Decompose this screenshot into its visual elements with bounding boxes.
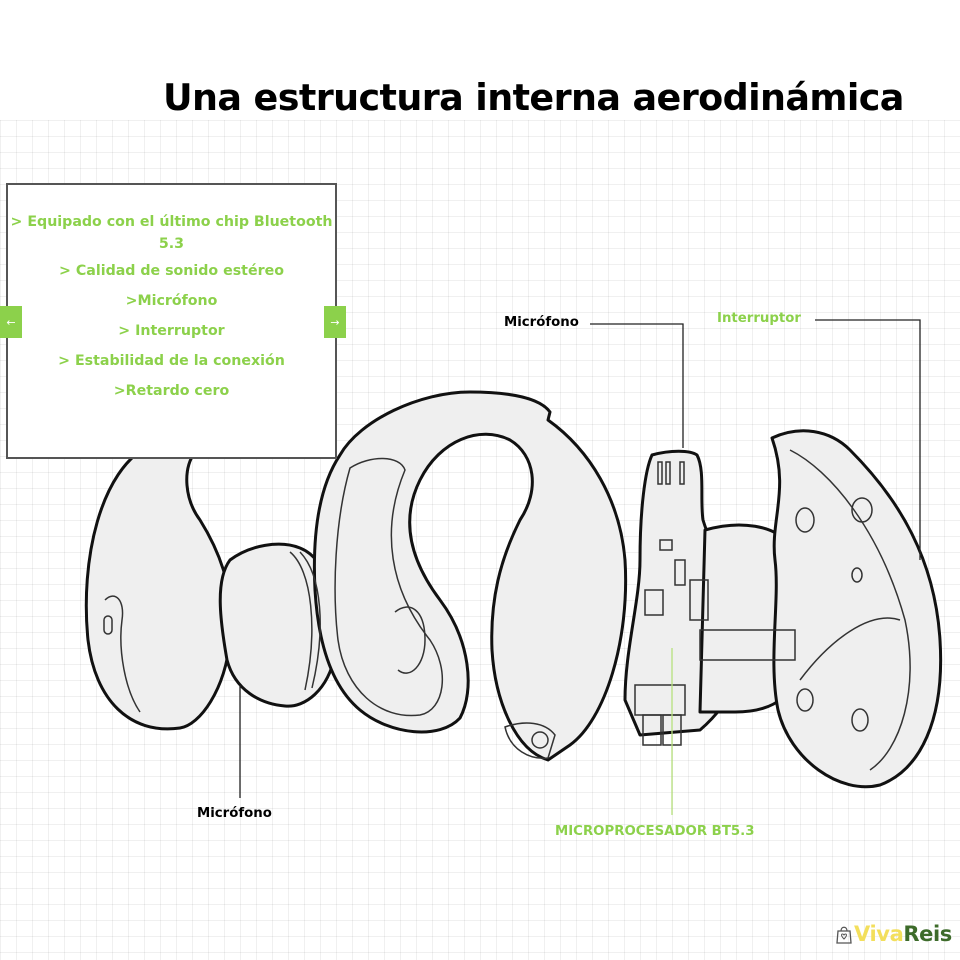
logo-text-viva: Viva [854, 922, 904, 946]
leader-interruptor [815, 319, 921, 560]
logo-text-reis: Reis [903, 922, 952, 946]
ear-wing-part [84, 440, 233, 731]
feature-item: > Equipado con el último chip Bluetooth … [10, 214, 333, 252]
previous-button[interactable]: ← [0, 306, 22, 338]
features-panel: > Equipado con el último chip Bluetooth … [6, 183, 337, 459]
back-cover-part [770, 429, 943, 789]
main-shell-part [312, 390, 628, 762]
feature-item: >Micrófono [125, 293, 218, 309]
callout-microfono-top: Micrófono [504, 315, 579, 330]
callout-microprocesador: MICROPROCESADOR BT5.3 [555, 824, 755, 839]
leader-microfono-top [590, 323, 684, 448]
callout-microfono-bottom: Micrófono [197, 806, 272, 821]
next-button[interactable]: → [324, 306, 346, 338]
shopping-bag-heart-icon [836, 926, 852, 944]
feature-item: > Interruptor [118, 323, 225, 339]
arrow-left-icon: ← [6, 315, 16, 329]
callout-interruptor: Interruptor [717, 311, 801, 326]
feature-item: >Retardo cero [113, 383, 230, 399]
feature-item: > Estabilidad de la conexión [58, 353, 285, 369]
arrow-right-icon: → [330, 315, 340, 329]
feature-item: > Calidad de sonido estéreo [59, 263, 284, 279]
page-title: Una estructura interna aerodinámica [163, 76, 904, 120]
features-list: > Equipado con el último chip Bluetooth … [8, 211, 335, 411]
